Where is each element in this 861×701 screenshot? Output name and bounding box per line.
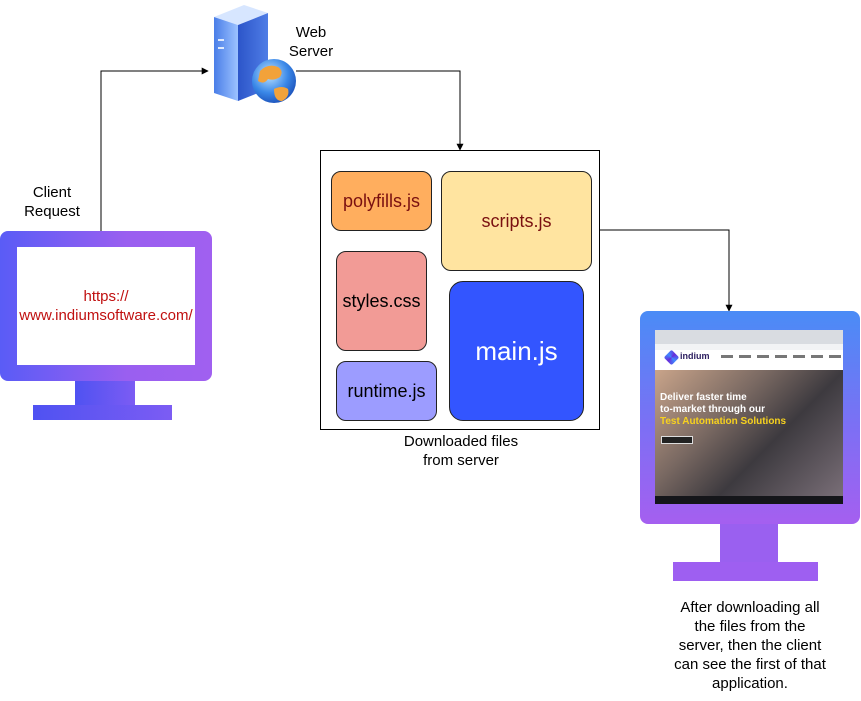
browser-address-bar xyxy=(655,344,843,350)
file-scripts-label: scripts.js xyxy=(481,210,552,231)
result-description-line3: server, then the client xyxy=(678,637,822,654)
files-caption: Downloaded files from server xyxy=(380,432,542,470)
files-caption-line1: Downloaded files xyxy=(403,433,519,450)
client-label-line2: Request xyxy=(24,203,80,220)
file-scripts: scripts.js xyxy=(441,171,592,271)
arrow-files-to-client xyxy=(600,229,733,312)
file-polyfills-label: polyfills.js xyxy=(342,190,421,211)
url-line1: https:// xyxy=(83,288,129,305)
file-runtime: runtime.js xyxy=(336,361,437,421)
web-server-label: Web Server xyxy=(276,23,346,61)
site-nav-links xyxy=(721,355,841,358)
arrow-client-to-server xyxy=(100,67,209,231)
files-caption-line2: from server xyxy=(423,452,499,469)
result-description: After downloading all the files from the… xyxy=(655,598,845,693)
server-globe-icon xyxy=(214,5,296,103)
web-server xyxy=(208,3,300,108)
site-cta-button xyxy=(661,436,693,444)
result-description-line2: the files from the xyxy=(694,618,806,635)
browser-chrome xyxy=(655,330,843,344)
web-server-label-line1: Web xyxy=(295,24,327,41)
website-preview: indium Deliver faster time to-market thr… xyxy=(655,330,843,504)
downloaded-files-box: polyfills.js scripts.js styles.css main.… xyxy=(320,150,600,430)
result-description-line5: application. xyxy=(712,675,788,692)
file-main-label: main.js xyxy=(475,335,558,366)
file-runtime-label: runtime.js xyxy=(347,380,426,401)
file-styles-label: styles.css xyxy=(342,290,421,311)
hero-line-2: to-market through our xyxy=(660,404,765,415)
result-monitor-base xyxy=(673,562,818,581)
file-polyfills: polyfills.js xyxy=(331,171,432,231)
web-server-label-line2: Server xyxy=(288,43,334,60)
site-cookie-bar xyxy=(655,496,843,504)
client-label: Client Request xyxy=(12,183,92,221)
client-monitor-base xyxy=(33,405,172,420)
site-logo-text: indium xyxy=(680,351,710,361)
hero-line-1: Deliver faster time xyxy=(660,392,747,403)
hero-line-3: Test Automation Solutions xyxy=(660,416,787,427)
result-description-line1: After downloading all xyxy=(680,599,820,616)
url-line2: www.indiumsoftware.com/ xyxy=(19,307,193,324)
arrow-server-to-files xyxy=(296,70,464,151)
client-monitor-stand xyxy=(75,381,135,405)
file-main: main.js xyxy=(449,281,584,421)
result-monitor-stand xyxy=(720,524,778,564)
client-screen: https:// www.indiumsoftware.com/ xyxy=(17,247,195,365)
client-label-line1: Client xyxy=(32,184,72,201)
result-description-line4: can see the first of that xyxy=(674,656,826,673)
site-hero xyxy=(655,370,843,498)
file-styles: styles.css xyxy=(336,251,427,351)
